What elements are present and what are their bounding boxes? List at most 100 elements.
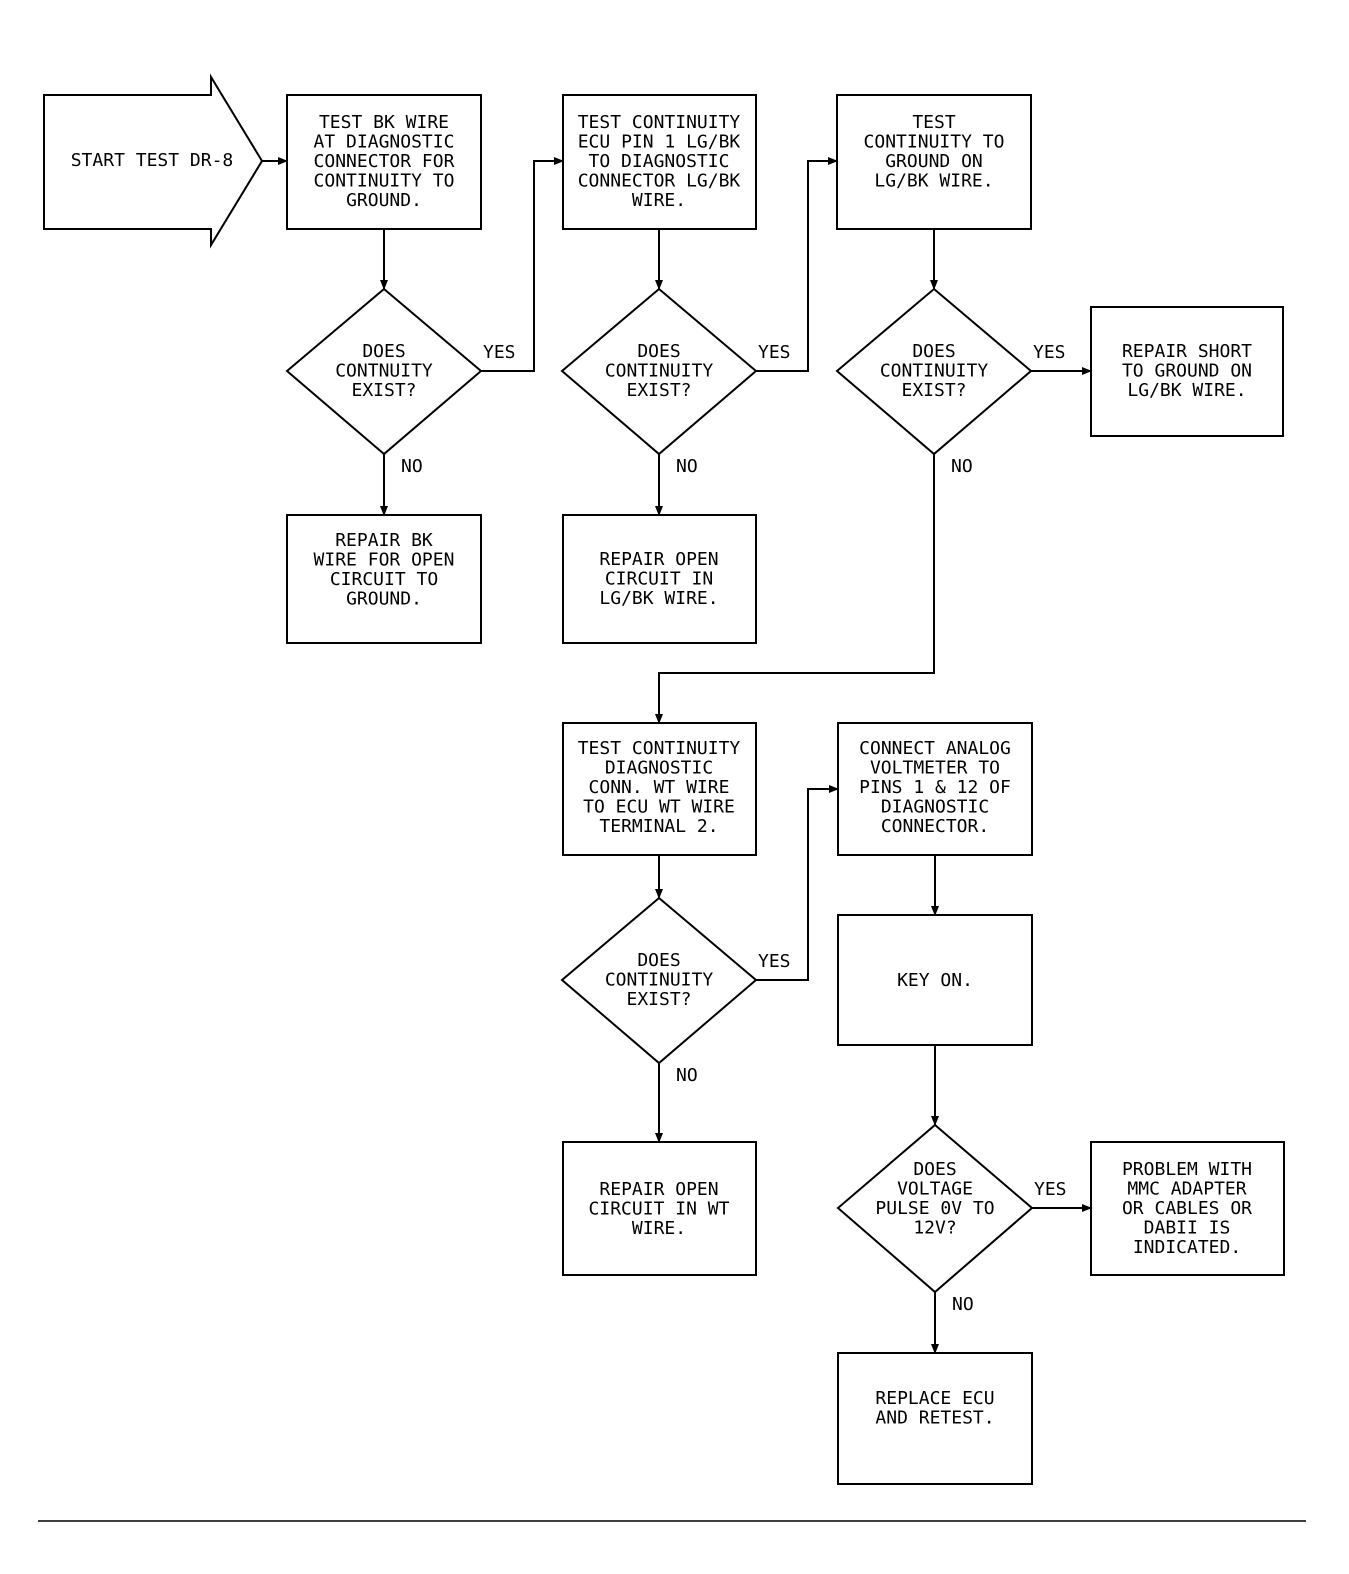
box-repair-open-wt-text-line: CIRCUIT IN WT [589,1199,730,1220]
no-label-d2: NO [676,456,698,477]
box-test-continuity-wt-text-line: TO ECU WT WIRE [583,797,735,818]
decision-voltage-pulse-text-line: DOES [913,1159,956,1180]
decision-continuity-3-text-line: CONTINUITY [880,361,989,382]
box-repair-open-wt-text-line: WIRE. [632,1218,686,1239]
box-connect-voltmeter-text-line: VOLTMETER TO [870,758,1000,779]
decision-continuity-3-text-line: EXIST? [901,380,966,401]
decision-continuity-4-text-line: DOES [637,950,680,971]
box-test-continuity-pin1-text-line: TO DIAGNOSTIC [589,151,730,172]
start-text: START TEST DR-8 [71,150,234,171]
box-test-continuity-wt-text-line: DIAGNOSTIC [605,758,713,779]
no-label-d5: NO [952,1294,974,1315]
box-problem-mmc-text-line: INDICATED. [1133,1237,1241,1258]
box-repair-bk-wire-text-line: WIRE FOR OPEN [314,550,455,571]
decision-continuity-2-text-line: CONTINUITY [605,361,714,382]
box-test-continuity-ground-text-line: CONTINUITY TO [864,132,1005,153]
decision-continuity-1-text-line: EXIST? [351,380,416,401]
connectors [262,157,1092,1354]
box-problem-mmc-text-line: OR CABLES OR [1122,1198,1252,1219]
decision-continuity-2-text-line: DOES [637,341,680,362]
box-problem-mmc-text-line: MMC ADAPTER [1127,1179,1246,1200]
no-label-d3: NO [951,456,973,477]
box-test-bk-wire-text-line: CONTINUITY TO [314,171,455,192]
decision-voltage-pulse-text-line: VOLTAGE [897,1179,973,1200]
box-test-continuity-wt-text-line: TEST CONTINUITY [578,738,741,759]
no-label-d4: NO [676,1065,698,1086]
box-problem-mmc-text-line: PROBLEM WITH [1122,1159,1252,1180]
box-key-on-text-line: KEY ON. [897,970,973,991]
start-terminal: START TEST DR-8 [43,73,264,249]
connector-d4-yes-to-voltmeter [756,785,839,981]
box-connect-voltmeter-text-line: CONNECTOR. [881,816,989,837]
decision-voltage-pulse-text-line: PULSE 0V TO [875,1198,994,1219]
yes-label-d4: YES [758,951,791,972]
box-repair-short-text-line: LG/BK WIRE. [1127,380,1246,401]
box-key-on-text: KEY ON. [897,970,973,991]
box-problem-mmc-text-line: DABII IS [1144,1218,1231,1239]
box-test-continuity-pin1-text-line: ECU PIN 1 LG/BK [578,132,741,153]
box-test-bk-wire-text-line: GROUND. [346,190,422,211]
decision-continuity-2-text-line: EXIST? [626,380,691,401]
box-key-on: KEY ON. [837,914,1033,1046]
box-test-continuity-pin1-text-line: TEST CONTINUITY [578,112,741,133]
box-test-continuity-wt-text-line: CONN. WT WIRE [589,777,730,798]
decision-continuity-4-text-line: EXIST? [626,989,691,1010]
box-test-continuity-pin1-text-line: WIRE. [632,190,686,211]
box-test-bk-wire-text-line: AT DIAGNOSTIC [314,132,455,153]
connector-d1-yes-to-box2 [481,157,564,372]
decision-continuity-1-text-line: DOES [362,341,405,362]
box-connect-voltmeter-text-line: DIAGNOSTIC [881,797,989,818]
box-repair-bk-wire-text-line: REPAIR BK [335,530,433,551]
box-connect-voltmeter-text-line: PINS 1 & 12 OF [859,777,1011,798]
connector-d3-no-to-test-wt [655,454,935,724]
box-repair-short-text-line: REPAIR SHORT [1122,341,1252,362]
no-label-d1: NO [401,456,423,477]
start-text-line: START TEST DR-8 [71,150,234,171]
decision-continuity-3-text-line: DOES [912,341,955,362]
decision-continuity-4-text-line: CONTINUITY [605,970,714,991]
box-test-continuity-ground-text-line: LG/BK WIRE. [874,171,993,192]
decision-voltage-pulse-text-line: 12V? [913,1218,956,1239]
yes-label-d3: YES [1033,342,1066,363]
connector-d2-yes-to-box3 [756,157,838,372]
box-test-continuity-pin1-text-line: CONNECTOR LG/BK [578,171,741,192]
box-repair-bk-wire-text-line: GROUND. [346,589,422,610]
branch-labels: YES NO YES NO YES NO YES NO YES NO [401,342,1067,1315]
box-repair-bk-wire-text-line: CIRCUIT TO [330,569,438,590]
decision-continuity-1-text-line: CONTNUITY [335,361,433,382]
box-repair-open-lgbk-text-line: REPAIR OPEN [599,549,718,570]
box-test-bk-wire-text-line: CONNECTOR FOR [314,151,455,172]
